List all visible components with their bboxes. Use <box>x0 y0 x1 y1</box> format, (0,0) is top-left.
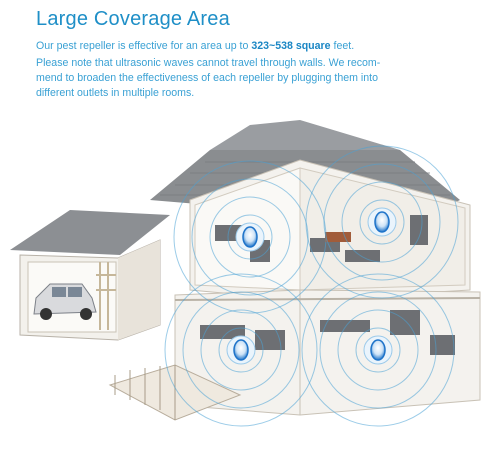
coverage-text: Our pest repeller is effective for an ar… <box>36 39 476 54</box>
note-line-3: different outlets in multiple rooms. <box>36 87 195 99</box>
repeller-device-icon <box>363 335 393 365</box>
note-line-1: Please note that ultrasonic waves cannot… <box>36 57 381 69</box>
car-icon <box>33 283 97 320</box>
repeller-device-icon <box>226 335 256 365</box>
coverage-suffix: feet. <box>333 40 355 52</box>
repeller-device-icon <box>235 222 265 252</box>
repeller-device-icon <box>367 207 397 237</box>
page-title: Large Coverage Area <box>36 8 230 30</box>
header: Large Coverage Area Our pest repeller is… <box>36 8 476 101</box>
main-house <box>150 120 481 416</box>
note-line-2: mend to broaden the effectiveness of eac… <box>36 72 378 84</box>
coverage-prefix: Our pest repeller is effective for an ar… <box>36 40 249 52</box>
coverage-value: 323~538 square <box>251 40 331 52</box>
garage-illustration <box>10 210 170 341</box>
deck <box>108 364 242 421</box>
house-cutaway-illustration <box>10 120 481 427</box>
